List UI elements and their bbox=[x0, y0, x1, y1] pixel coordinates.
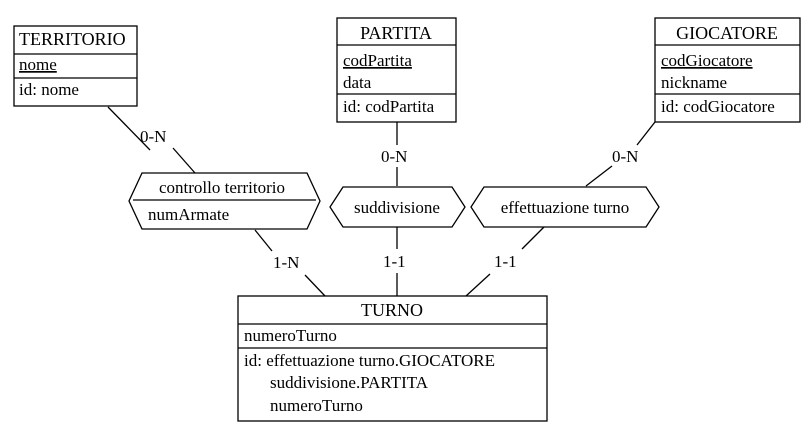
cardinality-label: 0-N bbox=[140, 127, 166, 146]
entity-attribute: nome bbox=[19, 55, 57, 74]
entity-identifier: id: codGiocatore bbox=[661, 97, 775, 116]
cardinality-label: 1-1 bbox=[494, 252, 517, 271]
entity-attribute: codGiocatore bbox=[661, 51, 753, 70]
entity-territorio: TERRITORIO nome id: nome bbox=[13, 25, 138, 107]
line-effettuazione-turno-lower bbox=[465, 273, 491, 297]
line-territorio-controllo-lower bbox=[172, 147, 196, 174]
entity-title: TERRITORIO bbox=[19, 29, 126, 49]
entity-turno: TURNO numeroTurno id: effettuazione turn… bbox=[237, 295, 548, 422]
cardinality-label: 0-N bbox=[381, 147, 407, 166]
connectors bbox=[107, 106, 656, 297]
cardinality-label: 1-N bbox=[273, 253, 299, 272]
entity-attribute: nickname bbox=[661, 73, 727, 92]
entity-partita: PARTITA codPartita data id: codPartita bbox=[336, 17, 457, 123]
relationship-effettuazione-turno: effettuazione turno bbox=[470, 186, 660, 228]
line-effettuazione-turno bbox=[521, 226, 545, 250]
relationship-title: effettuazione turno bbox=[501, 198, 630, 217]
entity-giocatore: GIOCATORE codGiocatore nickname id: codG… bbox=[654, 17, 801, 123]
entity-attribute: numeroTurno bbox=[244, 326, 337, 345]
entity-identifier: id: effettuazione turno.GIOCATORE bbox=[244, 351, 495, 370]
entity-title: PARTITA bbox=[360, 23, 432, 43]
relationship-attribute: numArmate bbox=[148, 205, 229, 224]
entity-title: GIOCATORE bbox=[676, 23, 778, 43]
line-giocatore-effettuazione-lower bbox=[585, 165, 613, 187]
cardinality-label: 0-N bbox=[612, 147, 638, 166]
cardinality-label: 1-1 bbox=[383, 252, 406, 271]
relationship-suddivisione: suddivisione bbox=[329, 186, 466, 228]
relationship-controllo-territorio: controllo territorio numArmate bbox=[128, 172, 321, 230]
line-territorio-controllo bbox=[107, 106, 151, 151]
entity-identifier: numeroTurno bbox=[270, 396, 363, 415]
relationship-title: suddivisione bbox=[354, 198, 440, 217]
entity-identifier: id: nome bbox=[19, 80, 79, 99]
entity-identifier: suddivisione.PARTITA bbox=[270, 373, 429, 392]
line-controllo-turno-lower bbox=[304, 274, 326, 297]
line-controllo-turno bbox=[254, 229, 273, 252]
relationship-title: controllo territorio bbox=[159, 178, 285, 197]
entity-attribute: codPartita bbox=[343, 51, 412, 70]
entity-title: TURNO bbox=[361, 300, 423, 320]
cardinalities: 0-N 1-N 0-N 1-1 0-N 1-1 bbox=[140, 127, 638, 272]
line-giocatore-effettuazione bbox=[636, 121, 656, 146]
entity-identifier: id: codPartita bbox=[343, 97, 435, 116]
entity-attribute: data bbox=[343, 73, 372, 92]
